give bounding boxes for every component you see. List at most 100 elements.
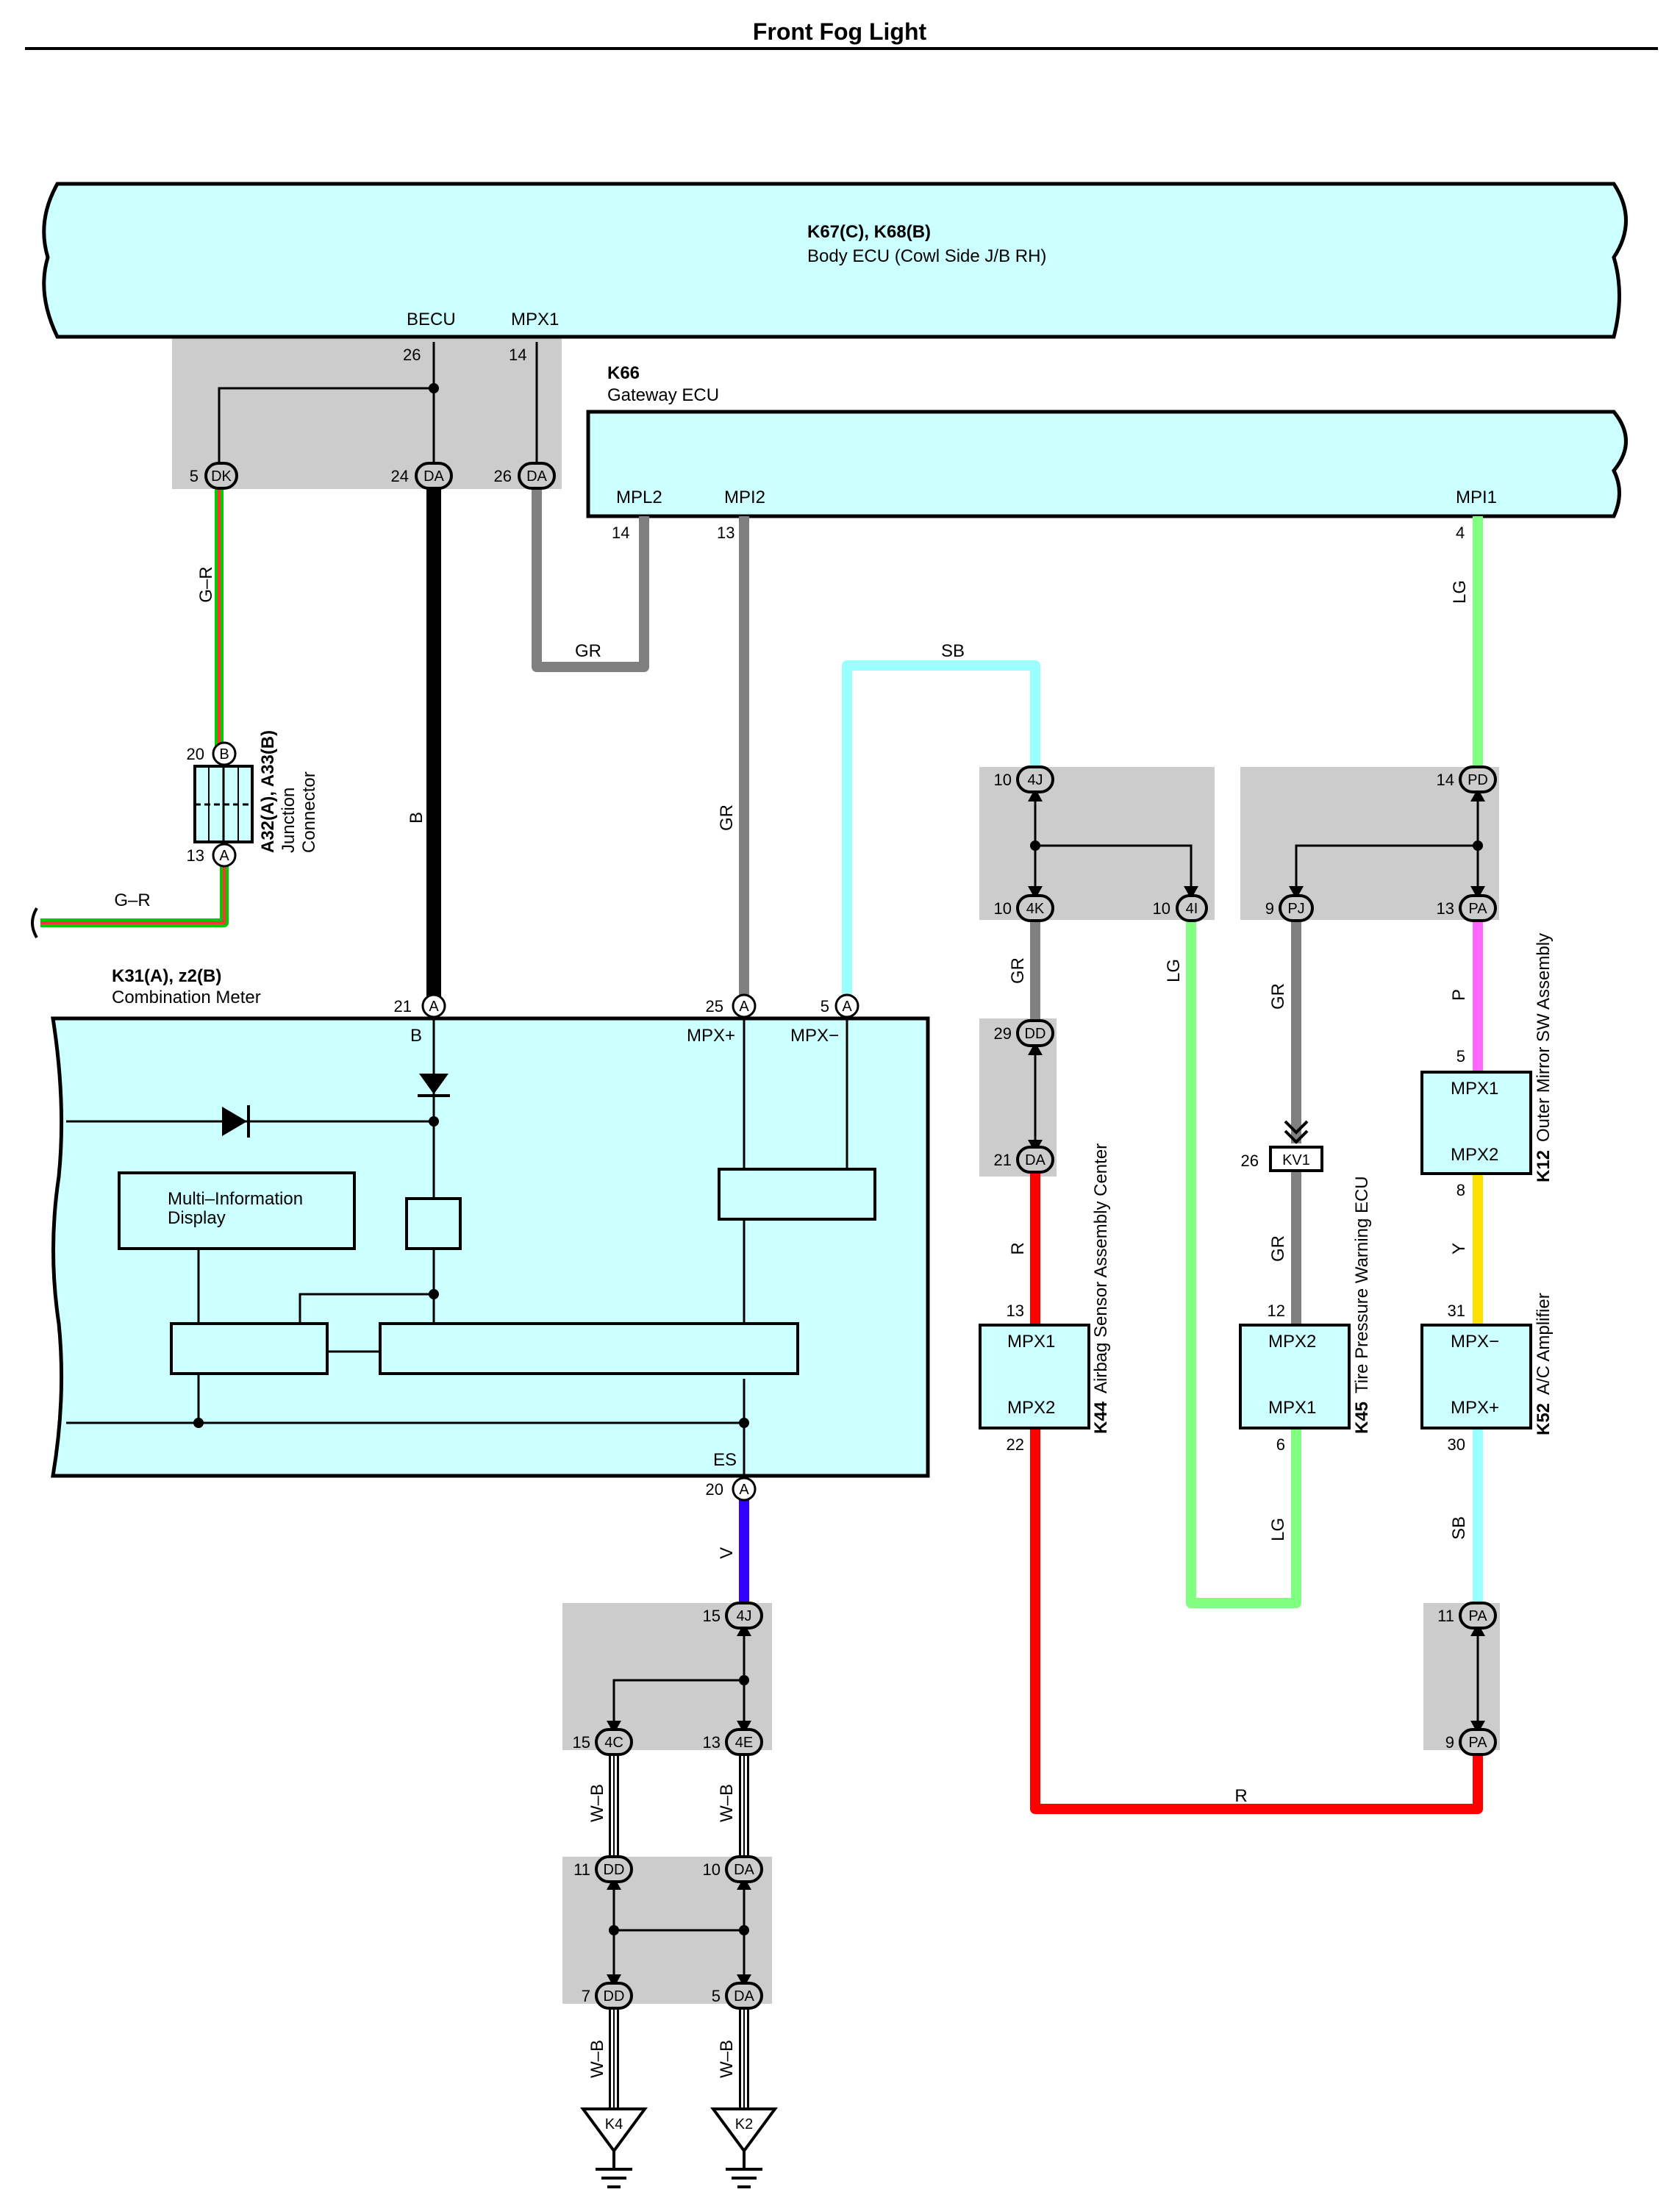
- meter-pin-b: B: [410, 1026, 422, 1046]
- wire-label-gr-pj: GR: [1268, 983, 1288, 1010]
- junction-connector: [193, 765, 254, 843]
- connector-labels: DK DA DA 4J 4K 4I PD PJ PA DD DA 4J 4C 4…: [211, 468, 1488, 2005]
- wire-label-lg-4i: LG: [1164, 959, 1184, 982]
- wire-r-loop: [1030, 1428, 1483, 1814]
- pin-5-dk: 5: [190, 467, 199, 485]
- gateway-code: K66: [607, 363, 640, 383]
- mirror-pin-5: 5: [1456, 1047, 1465, 1065]
- conn-4j-15-label: 4J: [736, 1608, 751, 1624]
- conn-4c-label: 4C: [604, 1735, 623, 1751]
- body-ecu-pin-mpx1: MPX1: [511, 310, 559, 329]
- airbag-mpx1: MPX1: [1007, 1332, 1055, 1352]
- gateway-pin-13: 13: [717, 524, 734, 542]
- body-ecu-pin-14: 14: [509, 346, 526, 364]
- ground-k4: [580, 2107, 648, 2188]
- conn-dd-29-label: DD: [1025, 1026, 1046, 1042]
- pin-numbers: 5 24 26 10 10 10 14 9 13 29 21 15 15 13 …: [187, 467, 1454, 2005]
- pin-5-da: 5: [712, 1987, 721, 2005]
- wire-label-y: Y: [1449, 1243, 1469, 1254]
- pin-15-4c: 15: [573, 1733, 590, 1752]
- wire-label-gr-lower: G–R: [114, 890, 150, 910]
- mid-label-1: Multi–Information: [168, 1189, 303, 1209]
- meter-codes: K31(A), z2(B): [112, 966, 221, 986]
- pin-13-pa: 13: [1437, 899, 1454, 918]
- body-ecu-codes: K67(C), K68(B): [807, 222, 931, 242]
- pin-21-meter: 21: [394, 997, 412, 1015]
- tpms-pin-6: 6: [1276, 1435, 1285, 1454]
- wire-label-wb-2: W–B: [717, 1784, 737, 1822]
- pin-24-da: 24: [391, 467, 409, 485]
- pin-10-4i: 10: [1153, 899, 1170, 918]
- wire-label-lg-tpms: LG: [1268, 1518, 1288, 1541]
- pin-14-pd: 14: [1437, 771, 1454, 789]
- ground-k2-label: K2: [735, 2116, 753, 2132]
- junction-line2: Connector: [299, 771, 319, 853]
- wire-label-r-loop: R: [1234, 1786, 1247, 1806]
- wire-label-wb-4: W–B: [717, 2040, 737, 2078]
- conn-da-26-label: DA: [526, 468, 547, 485]
- conn-meter-20-label: A: [739, 1482, 749, 1498]
- pin-11-dd: 11: [573, 1860, 590, 1879]
- meter-pin-mpxm: MPX−: [790, 1026, 839, 1046]
- mirror-mpx1: MPX1: [1451, 1079, 1498, 1099]
- airbag-box: [979, 1324, 1090, 1429]
- gateway-pin-4: 4: [1456, 524, 1465, 542]
- wire-label-v: V: [717, 1547, 737, 1559]
- wire-wb-stripe: [613, 1746, 745, 2118]
- pin-29-dd: 29: [994, 1024, 1012, 1043]
- kv1-arrow: [1284, 1120, 1309, 1144]
- conn-pa-11-label: PA: [1468, 1608, 1487, 1624]
- tpms-mpx1: MPX1: [1268, 1398, 1316, 1418]
- conn-junction-b-label: B: [219, 746, 229, 763]
- body-ecu-box: [42, 182, 1628, 339]
- gateway-pin-mpi2: MPI2: [724, 488, 765, 507]
- pin-20-junction: 20: [187, 745, 204, 763]
- conn-4i-label: 4I: [1186, 901, 1198, 917]
- pin-21-da: 21: [994, 1151, 1012, 1169]
- conn-pj-label: PJ: [1287, 901, 1304, 917]
- mirror-label: K12 Outer Mirror SW Assembly: [1534, 933, 1554, 1182]
- conn-meter-25-label: A: [739, 999, 749, 1015]
- meter-name: Combination Meter: [112, 988, 261, 1007]
- ac-mpxm: MPX−: [1451, 1332, 1499, 1352]
- conn-da-24-label: DA: [423, 468, 444, 485]
- ground-k2: [710, 2107, 778, 2188]
- splice-area-pd: [1240, 767, 1499, 920]
- pin-11-pa: 11: [1437, 1607, 1454, 1625]
- wire-label-wb-1: W–B: [587, 1784, 607, 1822]
- splice-area-4j: [979, 767, 1215, 920]
- gateway-pin-14: 14: [612, 524, 629, 542]
- wire-label-gr-mpl2: GR: [575, 641, 601, 661]
- body-ecu-pin-becu: BECU: [407, 310, 456, 329]
- pin-13-4e: 13: [703, 1733, 721, 1752]
- tpms-name: Tire Pressure Warning ECU: [1352, 1176, 1372, 1393]
- wire-labels-vertical: G–R B GR LG GR LG GR P R GR Y LG SB V W–…: [196, 566, 1470, 2078]
- airbag-pin-22: 22: [1007, 1435, 1024, 1454]
- conn-pa-9-label: PA: [1468, 1735, 1487, 1751]
- tpms-pin-12: 12: [1268, 1302, 1285, 1320]
- conn-junction-a-label: A: [219, 848, 229, 864]
- mirror-mpx2: MPX2: [1451, 1145, 1498, 1165]
- ground-k4-label: K4: [605, 2116, 623, 2132]
- tpms-code: K45: [1352, 1402, 1372, 1434]
- wire-sb: [842, 660, 1040, 1000]
- conn-pd-label: PD: [1468, 772, 1488, 788]
- pin-26-da: 26: [494, 467, 512, 485]
- body-ecu-pin-26: 26: [403, 346, 421, 364]
- gateway-name: Gateway ECU: [607, 385, 719, 405]
- meter-pin-mpxp: MPX+: [687, 1026, 735, 1046]
- meter-diodes: [193, 1074, 749, 1428]
- tpms-mpx2: MPX2: [1268, 1332, 1316, 1352]
- conn-dk-label: DK: [211, 468, 232, 485]
- conn-da-21-label: DA: [1025, 1152, 1045, 1168]
- wire-gr-mpl2: [532, 488, 649, 672]
- kv1-label: KV1: [1282, 1152, 1310, 1168]
- airbag-mpx2: MPX2: [1007, 1398, 1055, 1418]
- pin-20-meter: 20: [706, 1480, 723, 1499]
- wire-lg-4i: [1186, 915, 1301, 1608]
- splice-area-body-ecu: [172, 338, 562, 489]
- kv1-connector: [1269, 1146, 1323, 1172]
- wire-label-gr-upper: G–R: [196, 566, 216, 602]
- ac-pin-31: 31: [1448, 1302, 1465, 1320]
